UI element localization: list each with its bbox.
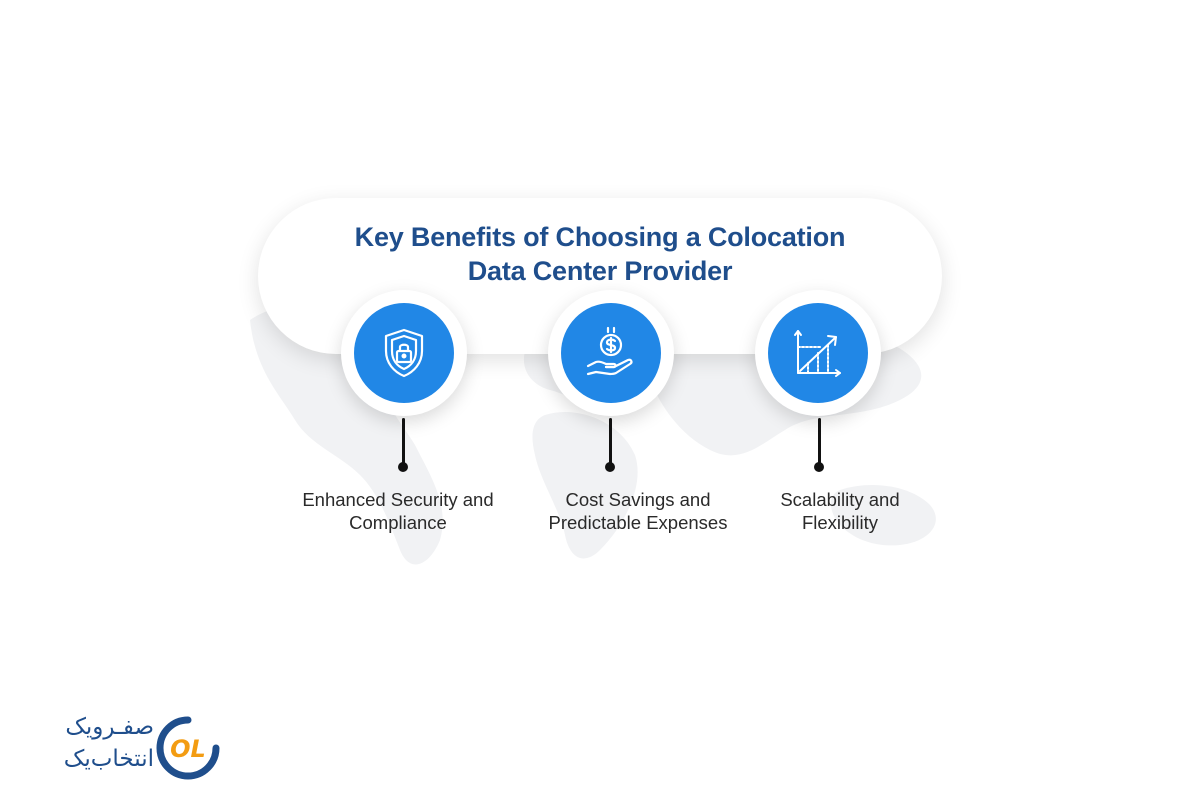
brand-logo: صفـرویک انتخاب‌یک OL [30, 712, 220, 782]
page-title-line-1: Key Benefits of Choosing a Colocation [354, 222, 846, 252]
growth-chart-icon [794, 330, 841, 377]
logo-mark-icon: OL [156, 716, 220, 780]
benefit-label-line-2: Flexibility [801, 512, 879, 533]
benefit-icon-circle [561, 303, 661, 403]
connector-line [609, 418, 612, 466]
benefit-label: Cost Savings and Predictable Expenses [508, 488, 768, 534]
benefit-label-line-1: Enhanced Security and [302, 489, 494, 510]
page-title-line-2: Data Center Provider [467, 256, 733, 286]
benefit-icon-ring [755, 290, 881, 416]
benefit-icon-circle [354, 303, 454, 403]
benefit-icon-ring [341, 290, 467, 416]
logo-mark-letters: OL [170, 735, 206, 763]
connector-line [402, 418, 405, 466]
benefit-label-line-2: Compliance [349, 512, 447, 533]
connector-line [818, 418, 821, 466]
shield-lock-icon [384, 328, 424, 378]
page-title: Key Benefits of Choosing a Colocation Da… [258, 220, 942, 288]
benefit-label-line-2: Predictable Expenses [548, 512, 728, 533]
logo-text-line-2: انتخاب‌یک [63, 746, 154, 772]
connector-dot [398, 462, 408, 472]
benefit-label-line-1: Cost Savings and [565, 489, 711, 510]
benefit-label-line-1: Scalability and [780, 489, 900, 510]
connector-dot [605, 462, 615, 472]
logo-text-line-1: صفـرویک [65, 714, 154, 740]
benefit-label: Enhanced Security and Compliance [268, 488, 528, 534]
benefit-icon-ring [548, 290, 674, 416]
benefit-label: Scalability and Flexibility [710, 488, 970, 534]
dollar-hand-icon [586, 326, 633, 376]
connector-dot [814, 462, 824, 472]
benefit-icon-circle [768, 303, 868, 403]
